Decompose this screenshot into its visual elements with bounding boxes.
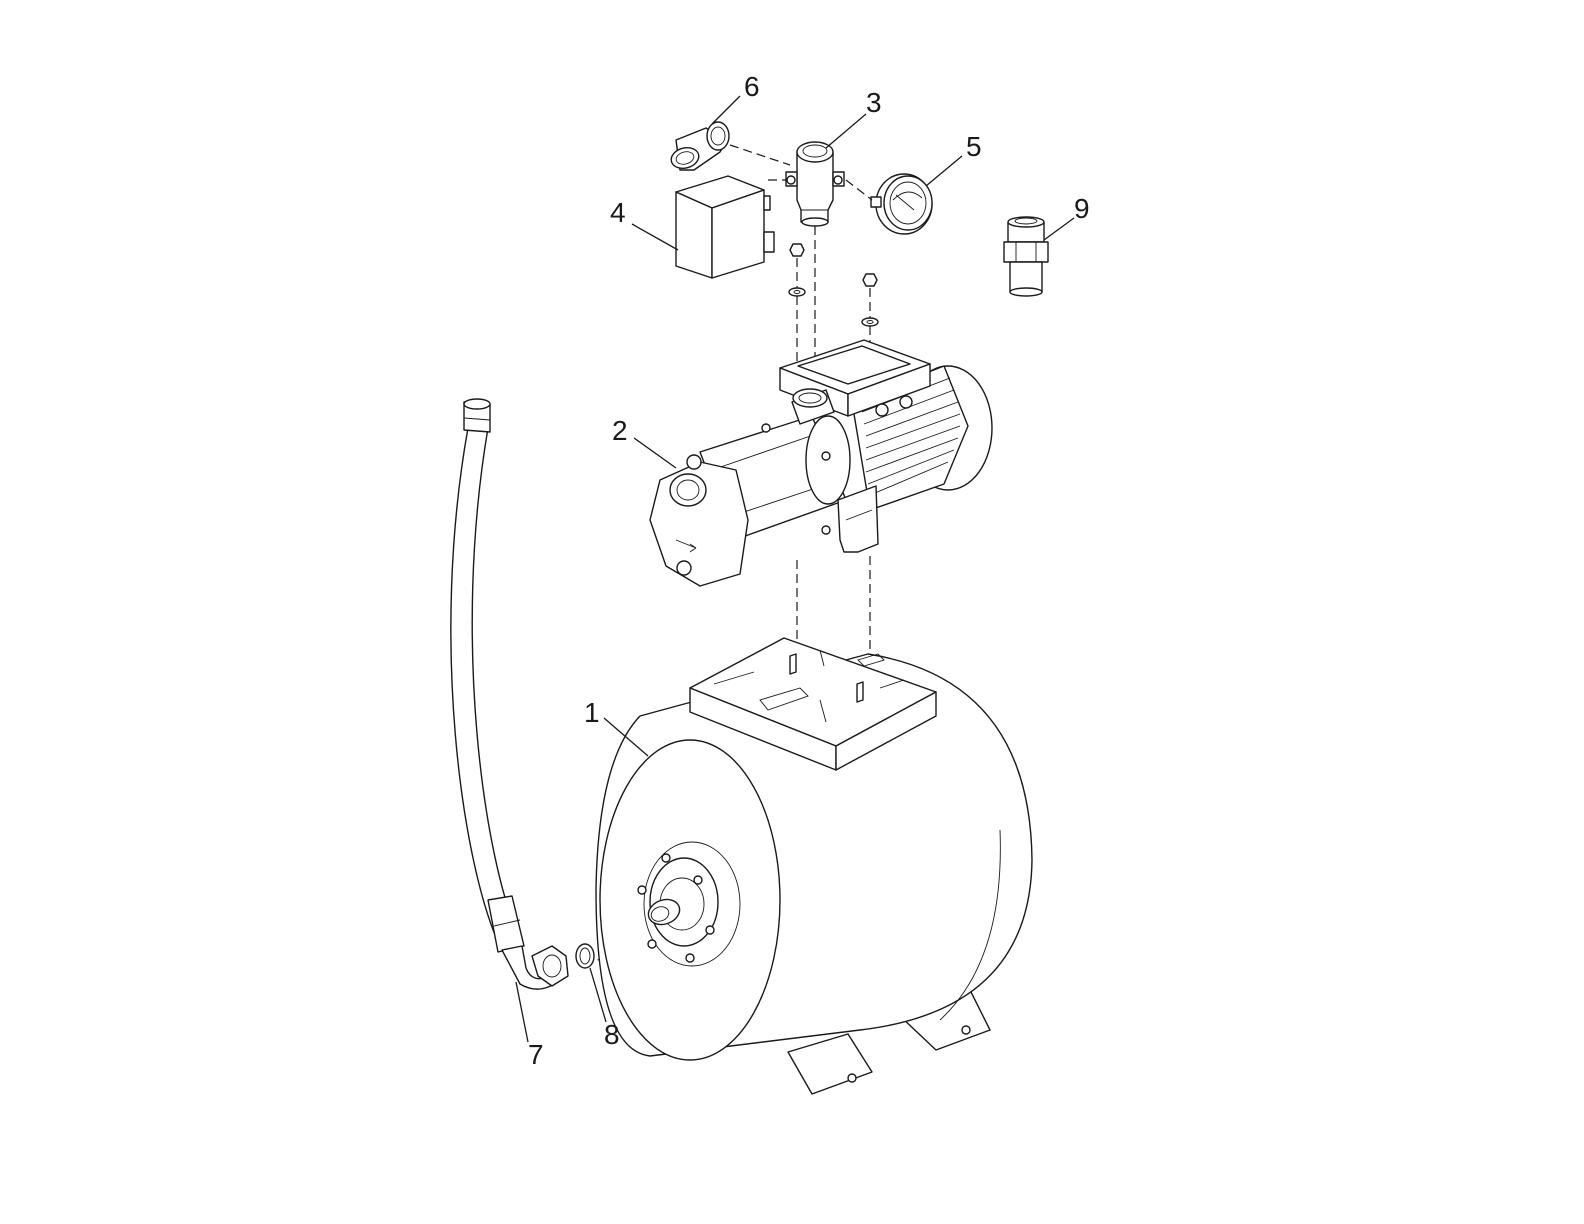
- leader-lines: [515, 95, 1075, 1043]
- callout-7: 7: [528, 1039, 544, 1070]
- callout-labels: 1 2 3 4 5 6 7 8 9: [528, 71, 1090, 1070]
- part-1-pressure-tank: [595, 637, 1033, 1095]
- callout-8: 8: [604, 1019, 620, 1050]
- callout-4: 4: [610, 197, 626, 228]
- callout-3: 3: [866, 87, 882, 118]
- part-7-flexible-hose: [450, 398, 569, 990]
- part-4-pressure-switch: [675, 175, 775, 279]
- callout-6: 6: [744, 71, 760, 102]
- part-2-pump: [649, 339, 993, 587]
- part-8-o-ring: [575, 943, 595, 969]
- part-6-elbow-fitting: [670, 121, 730, 171]
- nut-washer-right: [861, 273, 879, 327]
- callout-2: 2: [612, 415, 628, 446]
- callout-1: 1: [584, 697, 600, 728]
- part-3-tee-fitting: [785, 141, 845, 227]
- part-5-pressure-gauge: [870, 173, 933, 235]
- nut-washer-left: [788, 243, 806, 297]
- callout-5: 5: [966, 131, 982, 162]
- part-9-check-valve: [1003, 216, 1049, 297]
- callout-9: 9: [1074, 193, 1090, 224]
